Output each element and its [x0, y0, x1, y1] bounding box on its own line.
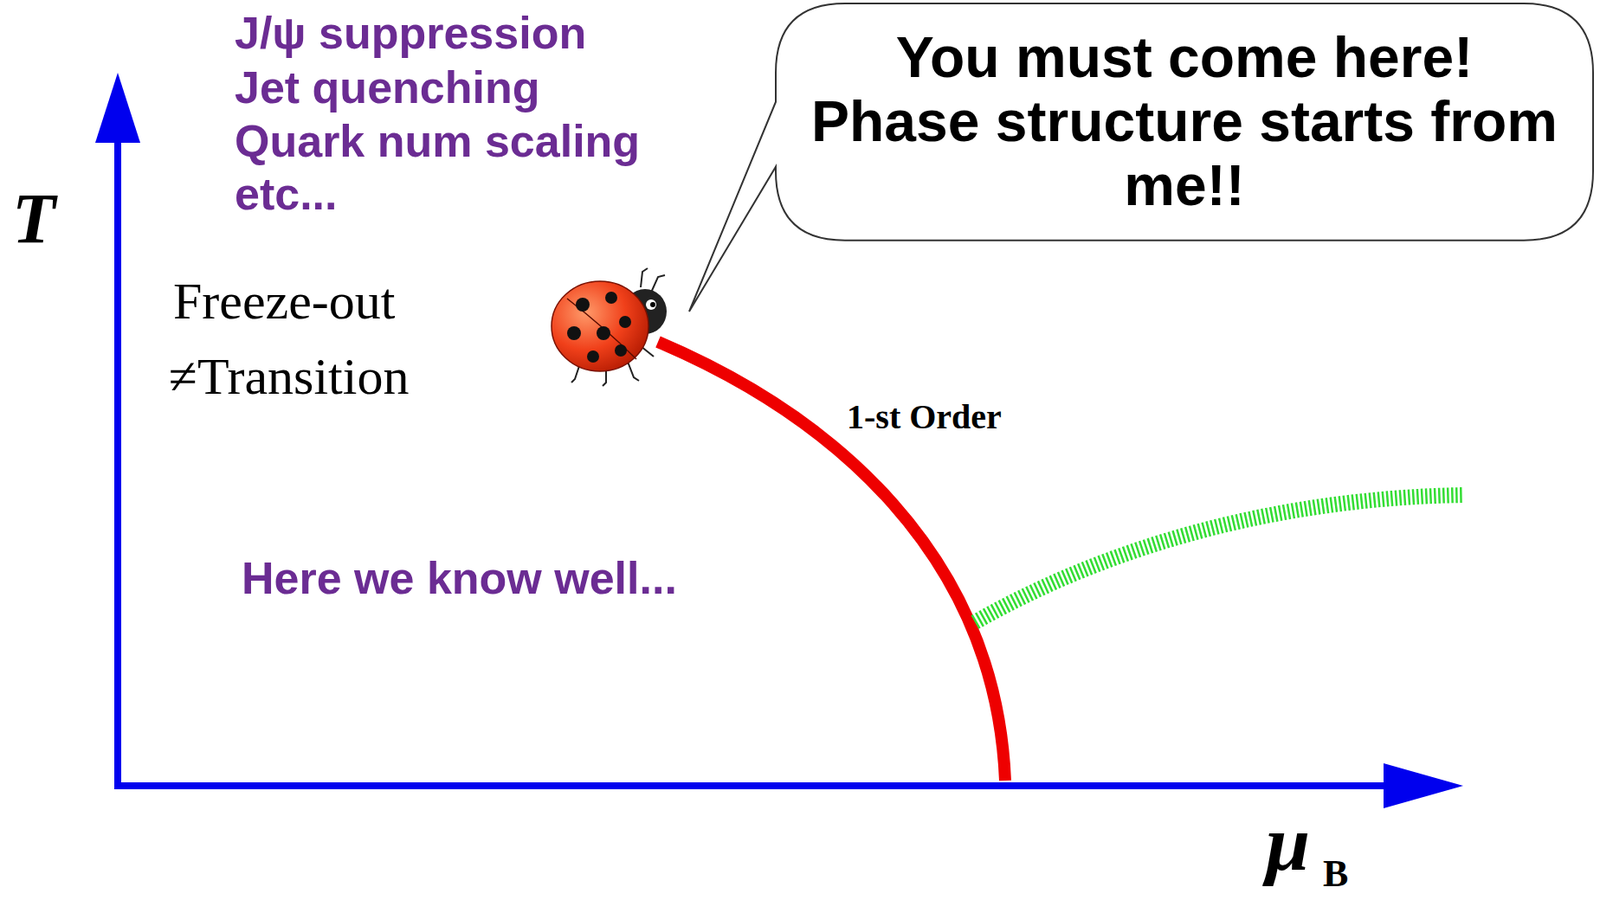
axis-label: T — [12, 183, 56, 255]
observable-label: etc... — [234, 171, 338, 217]
t-axis-arrowhead — [95, 72, 141, 143]
speech-bubble: You must come here! Phase structure star… — [775, 3, 1594, 241]
axis-label: μ — [1265, 803, 1310, 884]
mu-axis — [114, 782, 1394, 790]
ladybug — [551, 268, 667, 387]
axis-subscript: B — [1322, 855, 1349, 894]
bubble-text: You must come here! Phase structure star… — [810, 25, 1559, 219]
region-label: Here we know well... — [241, 555, 678, 601]
mu-axis-arrowhead — [1383, 763, 1464, 809]
t-axis — [114, 129, 122, 787]
observable-label: Quark num scaling — [234, 118, 640, 164]
speech-bubble-shape — [689, 3, 1594, 312]
first-order-line — [658, 341, 1006, 781]
line-label: 1-st Order — [846, 400, 1002, 435]
phase-boundary-hatched — [974, 495, 1465, 623]
note-label: Freeze-out — [173, 275, 396, 328]
observable-label: J/ψ suppression — [234, 10, 587, 56]
note-label: ≠Transition — [168, 350, 409, 403]
observable-label: Jet quenching — [234, 64, 540, 110]
